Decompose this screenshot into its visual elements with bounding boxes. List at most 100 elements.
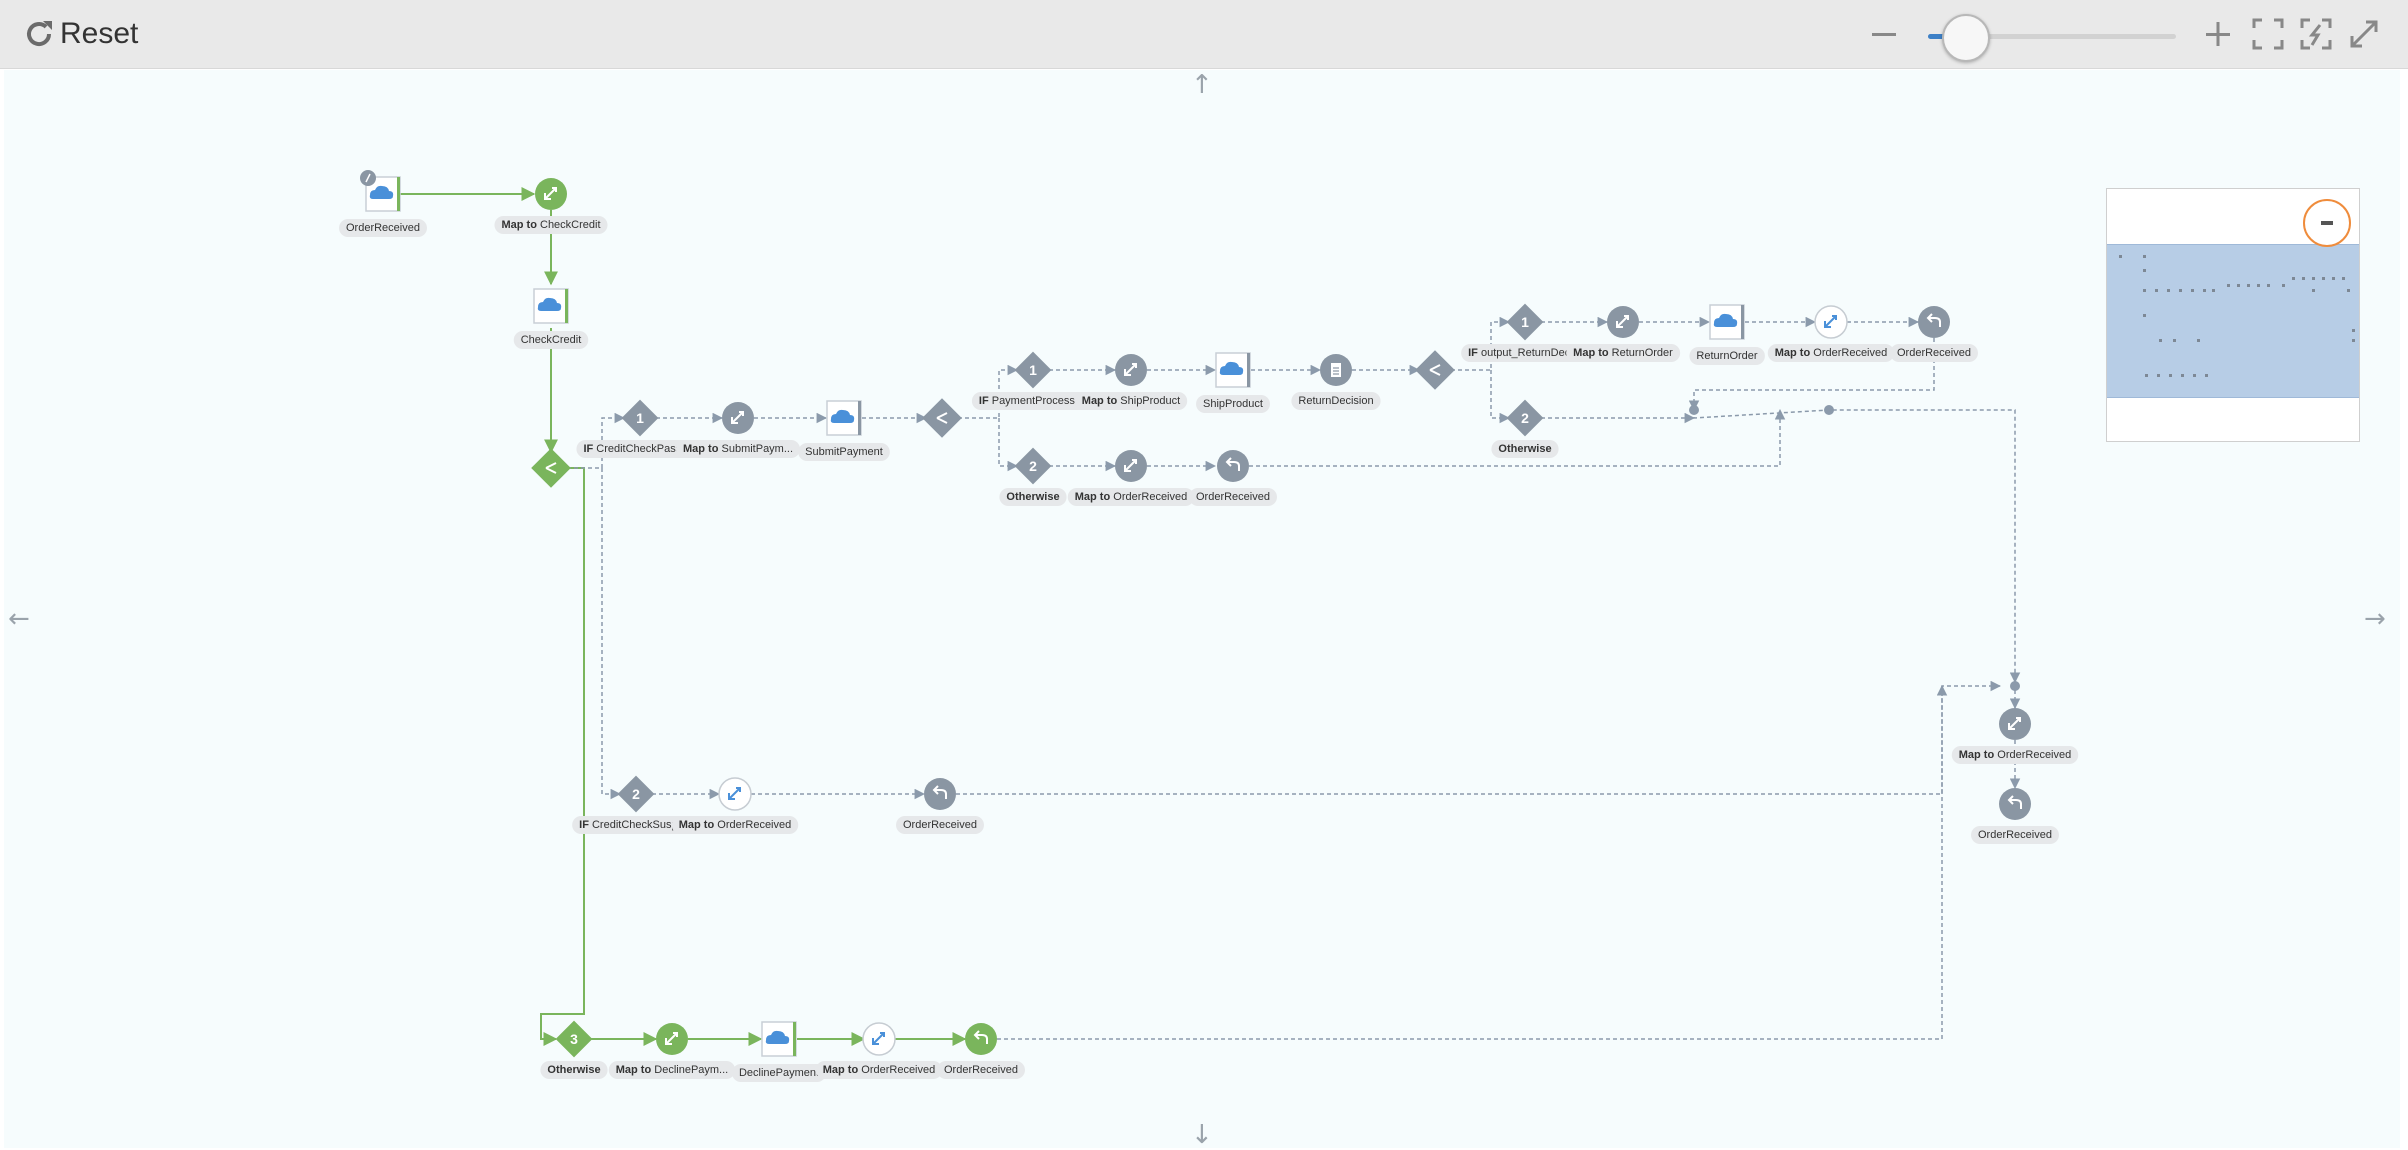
cloud-icon [765, 1030, 790, 1044]
flow-node-return[interactable] [1918, 306, 1950, 338]
flow-node-switch[interactable] [531, 448, 571, 488]
minimap[interactable] [2106, 188, 2360, 442]
node-label-pill [1074, 392, 1188, 410]
return-icon [932, 785, 947, 799]
minimap-node [2143, 314, 2146, 317]
node-label-text: OrderReceived [1994, 749, 2071, 761]
node-label-pill [1491, 440, 1559, 458]
node-label-text: OrderReceived [1810, 347, 1887, 359]
cloud-icon [537, 297, 562, 311]
flow-node-map[interactable] [656, 1023, 688, 1055]
flow-node-switch[interactable] [922, 398, 962, 438]
flow-node-branch[interactable]: 1 [1506, 303, 1544, 341]
flow-node-branch[interactable]: 2 [1506, 399, 1544, 437]
flow-node-map[interactable] [535, 178, 567, 210]
flow-node-doc[interactable] [1320, 354, 1352, 386]
zoom-slider-track[interactable] [1928, 34, 2176, 39]
node-label: Map to SubmitPaym... [683, 443, 793, 455]
node-label-text: ReturnOrder [1696, 350, 1757, 362]
minimap-node [2169, 374, 2172, 377]
flow-node-map[interactable] [1115, 450, 1147, 482]
map-icon [1124, 459, 1137, 472]
flow-node-invoke[interactable] [1709, 304, 1745, 340]
zoom-slider-handle[interactable] [1942, 14, 1990, 62]
flow-node-branch[interactable]: 3 [555, 1020, 593, 1058]
split-icon [936, 412, 948, 424]
node-label: SubmitPayment [805, 446, 883, 458]
flow-node-switch[interactable] [1415, 350, 1455, 390]
pan-right-arrow[interactable]: → [2364, 604, 2386, 634]
minimap-node [2143, 289, 2146, 292]
return-icon [1225, 457, 1240, 471]
minimap-viewport[interactable] [2107, 244, 2359, 398]
minimap-node [2145, 374, 2148, 377]
branch-number: 2 [1029, 458, 1037, 474]
flow-node-branch[interactable]: 1 [1014, 351, 1052, 389]
flow-node-return[interactable] [924, 778, 956, 810]
branch-node-shape [617, 775, 655, 813]
node-label-pill [572, 816, 700, 834]
node-label-prefix: IF [1468, 347, 1478, 359]
invoke-node-bar [858, 401, 861, 435]
pan-down-arrow[interactable]: ↓ [1191, 1120, 1213, 1150]
flow-node-return[interactable] [1999, 788, 2031, 820]
node-label-text: OrderReceived [903, 819, 977, 831]
fullscreen-icon[interactable] [2346, 16, 2382, 52]
fit-to-screen-icon[interactable] [2250, 16, 2286, 52]
node-label-prefix: Otherwise [547, 1064, 600, 1076]
merge-point [1689, 405, 1699, 415]
return-node-shape [1999, 788, 2031, 820]
branch-node-shape [1014, 447, 1052, 485]
reset-label: Reset [60, 17, 139, 50]
toolbar: Reset [0, 0, 2408, 69]
node-label-prefix: Map to [616, 1064, 652, 1076]
flow-node-invoke[interactable] [826, 400, 862, 436]
pan-up-arrow[interactable]: ↑ [1191, 70, 1213, 100]
node-label-pill [937, 1061, 1025, 1079]
flow-node-invoke[interactable] [533, 288, 569, 324]
minimap-node [2143, 269, 2146, 272]
flow-node-branch[interactable]: 1 [621, 399, 659, 437]
zoom-out-icon[interactable] [1866, 16, 1902, 52]
node-label-text: CheckCredit [521, 334, 582, 346]
flow-node-invoke[interactable] [1215, 352, 1251, 388]
flow-node-map[interactable] [722, 402, 754, 434]
branch-node-shape [1506, 303, 1544, 341]
flow-node-return[interactable] [965, 1023, 997, 1055]
node-label: Otherwise [547, 1064, 600, 1076]
flow-node-map[interactable] [1607, 306, 1639, 338]
flow-node-branch[interactable]: 2 [617, 775, 655, 813]
invoke-node-bar [1741, 305, 1744, 339]
node-label-pill [1566, 344, 1681, 362]
flow-node-map[interactable] [1115, 354, 1147, 386]
merge-point [2010, 681, 2020, 691]
flow-edge [956, 680, 2002, 795]
flow-node-maplight[interactable] [1814, 305, 1848, 339]
reset-button[interactable]: Reset [22, 14, 138, 54]
node-label-pill [1971, 826, 2059, 844]
flow-node-maplight[interactable] [862, 1022, 896, 1056]
node-label-pill [896, 816, 984, 834]
map-icon [728, 787, 741, 800]
switch-node-shape [531, 448, 571, 488]
invoke-node-bar [565, 289, 568, 323]
flow-node-maplight[interactable] [718, 777, 752, 811]
zoom-in-icon[interactable] [2200, 16, 2236, 52]
node-label: Map to OrderReceived [823, 1064, 936, 1076]
flow-node-branch[interactable]: 2 [1014, 447, 1052, 485]
collapse-all-icon[interactable] [2298, 16, 2334, 52]
flow-node-invoke[interactable] [360, 170, 401, 212]
node-label-pill [1951, 746, 2079, 764]
minimap-collapse-button[interactable] [2303, 199, 2351, 247]
flow-node-invoke[interactable] [761, 1021, 797, 1057]
node-label-pill [671, 816, 799, 834]
branch-number: 1 [1029, 362, 1037, 378]
minimap-node [2312, 277, 2315, 280]
branch-number: 1 [1521, 314, 1529, 330]
flow-node-map[interactable] [1999, 708, 2031, 740]
flow-node-return[interactable] [1217, 450, 1249, 482]
node-label: OrderReceived [903, 819, 977, 831]
pan-left-arrow[interactable]: ← [8, 604, 30, 634]
minimap-node [2322, 277, 2325, 280]
